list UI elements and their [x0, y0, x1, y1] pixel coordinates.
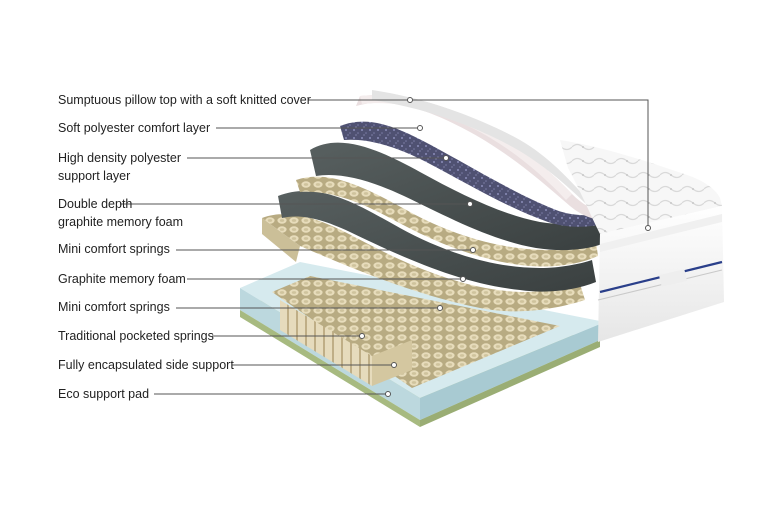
mattress-body [560, 140, 724, 342]
leader-dot-mini-springs-upper [470, 247, 476, 253]
leader-dot-pocketed-springs [359, 333, 365, 339]
graphite-foam-lower-layer [278, 191, 596, 292]
label-line: Double depth [58, 197, 133, 211]
leader-dots [359, 97, 651, 397]
label-comfort-layer: Soft polyester comfort layer [58, 119, 210, 137]
double-depth-foam-layer [310, 142, 602, 251]
label-graphite-foam: Graphite memory foam [58, 270, 186, 288]
label-mini-springs-upper: Mini comfort springs [58, 240, 170, 258]
leader-dot-side-support [391, 362, 397, 368]
label-line: Mini comfort springs [58, 300, 170, 314]
label-line: High density polyester [58, 151, 181, 165]
label-double-depth-foam: Double depth graphite memory foam [58, 195, 183, 231]
pillow-top-sheet [372, 90, 590, 208]
label-line: Traditional pocketed springs [58, 329, 214, 343]
label-eco-pad: Eco support pad [58, 385, 149, 403]
leader-dot-eco-pad [385, 391, 391, 397]
label-mini-springs-lower: Mini comfort springs [58, 298, 170, 316]
label-line: Eco support pad [58, 387, 150, 401]
leader-dot-pillow-sheet [407, 97, 413, 103]
comfort-layer [356, 95, 604, 220]
label-line: Mini comfort springs [58, 242, 170, 256]
leader-lines [120, 99, 649, 395]
label-support-layer: High density polyester support layer [58, 149, 181, 185]
leader-line-pillow-top [308, 99, 649, 228]
leader-dot-graphite-foam [460, 276, 466, 282]
leader-dot-support-layer [443, 155, 449, 161]
mini-springs-upper-layer [296, 176, 598, 267]
label-line: Sumptuous pillow top with a soft knitted… [58, 93, 311, 107]
leader-dot-comfort-layer [417, 125, 423, 131]
label-pillow-top: Sumptuous pillow top with a soft knitted… [58, 91, 311, 109]
leader-dot-double-foam [467, 201, 473, 207]
label-side-support: Fully encapsulated side support [58, 356, 234, 374]
label-line: Graphite memory foam [58, 272, 186, 286]
leader-dot-pillow-top [645, 225, 651, 231]
label-pocketed-springs: Traditional pocketed springs [58, 327, 214, 345]
leader-dot-mini-springs-lower [437, 305, 443, 311]
label-line: Soft polyester comfort layer [58, 121, 211, 135]
label-line: support layer [58, 169, 131, 183]
mini-springs-lower-layer [262, 214, 585, 312]
support-layer [340, 121, 602, 227]
label-line: Fully encapsulated side support [58, 358, 234, 372]
label-line: graphite memory foam [58, 215, 184, 229]
